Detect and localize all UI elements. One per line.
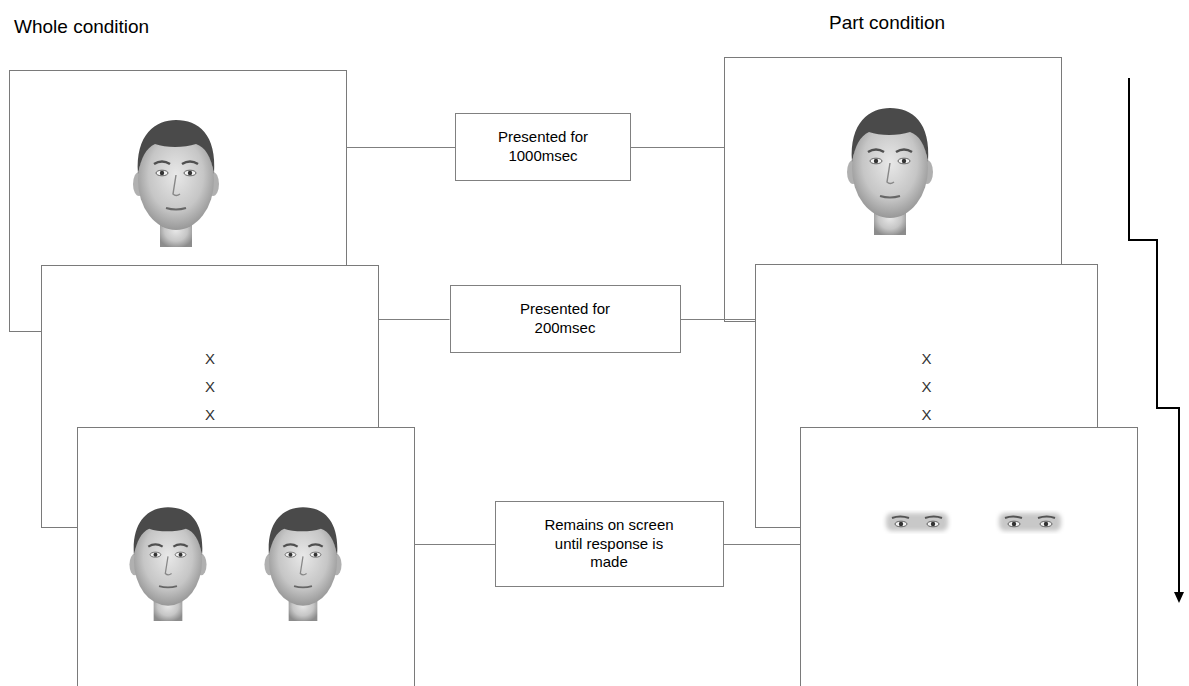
timing-text: Remains on screen until response is made — [539, 516, 679, 572]
timing-text: Presented for 1000msec — [488, 128, 598, 166]
timing-text: Presented for 200msec — [510, 300, 620, 338]
face-image — [133, 120, 219, 247]
fixation-screen: X X X — [755, 264, 1098, 528]
fixation-screen: X X X — [41, 265, 379, 528]
connector-line — [681, 319, 756, 320]
face-image — [847, 108, 933, 235]
leader-line — [723, 544, 800, 545]
fixation-cross: X X X — [204, 345, 216, 429]
timing-box: Presented for 1000msec — [455, 113, 631, 181]
connector-line — [379, 319, 450, 320]
time-arrow — [1129, 78, 1179, 594]
fixation-cross: X X X — [921, 345, 933, 429]
condition-heading: Part condition — [829, 12, 945, 34]
time-arrowhead — [1174, 592, 1184, 603]
condition-heading: Whole condition — [14, 16, 149, 38]
leader-line — [414, 544, 495, 545]
leader-line — [631, 147, 724, 148]
leader-line — [346, 147, 455, 148]
timing-box: Presented for 200msec — [450, 285, 681, 353]
timing-box: Remains on screen until response is made — [495, 501, 724, 587]
